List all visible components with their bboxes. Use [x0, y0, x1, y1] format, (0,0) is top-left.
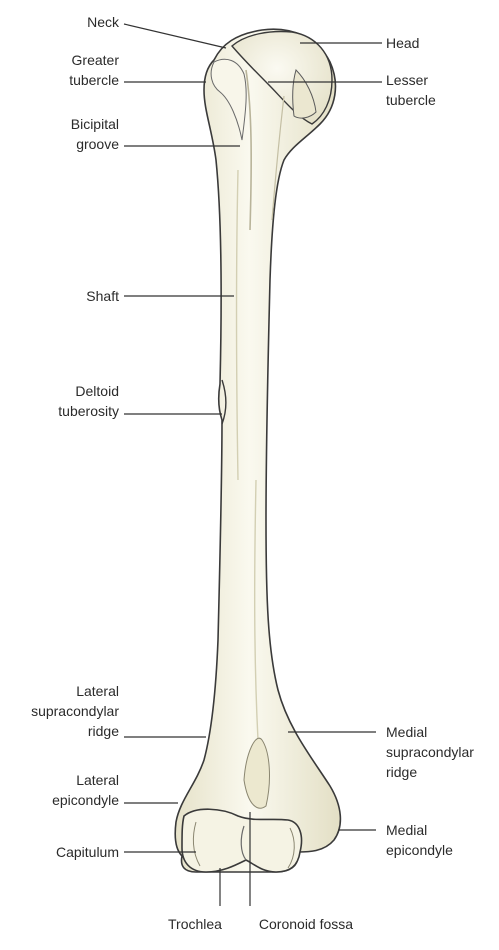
label-medial-epicondyle: Medial epicondyle	[386, 820, 453, 860]
label-lateral-epicondyle-line1: Lateral	[52, 770, 119, 790]
label-capitulum-text: Capitulum	[56, 844, 119, 860]
label-medial-supracondylar-ridge: Medial supracondylar ridge	[386, 722, 474, 782]
label-medial-epicondyle-line1: Medial	[386, 820, 453, 840]
label-head: Head	[386, 33, 419, 53]
label-lateral-epicondyle: Lateral epicondyle	[52, 770, 119, 810]
label-capitulum: Capitulum	[56, 842, 119, 862]
label-greater-tubercle: Greater tubercle	[69, 50, 119, 90]
label-lateral-supracondylar-line2: supracondylar	[31, 701, 119, 721]
label-bicipital-groove-line1: Bicipital	[71, 114, 119, 134]
label-head-text: Head	[386, 35, 419, 51]
leader-neck	[124, 24, 226, 48]
label-shaft: Shaft	[86, 286, 119, 306]
label-trochlea: Trochlea	[150, 914, 240, 934]
label-neck-text: Neck	[87, 14, 119, 30]
label-neck: Neck	[87, 12, 119, 32]
label-lateral-supracondylar-line1: Lateral	[31, 681, 119, 701]
label-coronoid-fossa-text: Coronoid fossa	[259, 916, 353, 932]
label-greater-tubercle-line2: tubercle	[69, 70, 119, 90]
label-bicipital-groove-line2: groove	[71, 134, 119, 154]
label-lesser-tubercle-line2: tubercle	[386, 90, 436, 110]
label-medial-supracondylar-line1: Medial	[386, 722, 474, 742]
label-deltoid-tuberosity-line1: Deltoid	[58, 381, 119, 401]
label-coronoid-fossa: Coronoid fossa	[242, 914, 370, 934]
label-lesser-tubercle-line1: Lesser	[386, 70, 436, 90]
label-deltoid-tuberosity-line2: tuberosity	[58, 401, 119, 421]
label-medial-supracondylar-line3: ridge	[386, 762, 474, 782]
label-lateral-epicondyle-line2: epicondyle	[52, 790, 119, 810]
label-trochlea-text: Trochlea	[168, 916, 222, 932]
label-bicipital-groove: Bicipital groove	[71, 114, 119, 154]
label-lesser-tubercle: Lesser tubercle	[386, 70, 436, 110]
label-lateral-supracondylar-line3: ridge	[31, 721, 119, 741]
label-shaft-text: Shaft	[86, 288, 119, 304]
label-deltoid-tuberosity: Deltoid tuberosity	[58, 381, 119, 421]
label-lateral-supracondylar-ridge: Lateral supracondylar ridge	[31, 681, 119, 741]
label-greater-tubercle-line1: Greater	[69, 50, 119, 70]
label-medial-supracondylar-line2: supracondylar	[386, 742, 474, 762]
label-medial-epicondyle-line2: epicondyle	[386, 840, 453, 860]
